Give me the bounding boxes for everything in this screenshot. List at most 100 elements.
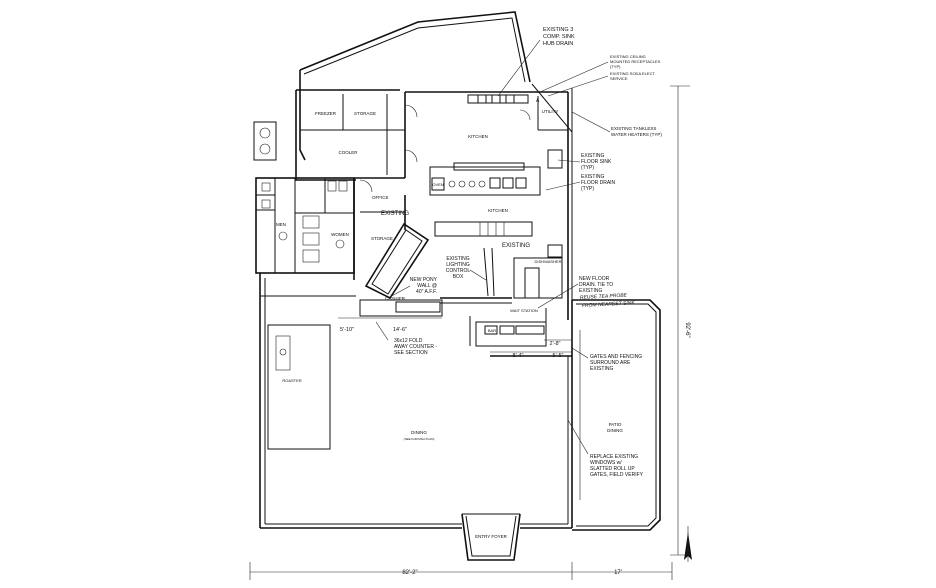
- svg-text:36x12 FOLD: 36x12 FOLD: [394, 338, 423, 344]
- room-roaster: ROASTER: [282, 378, 301, 383]
- svg-text:40" A.F.F.: 40" A.F.F.: [416, 289, 437, 295]
- entry-foyer: [461, 513, 521, 561]
- svg-text:EXISTING 3: EXISTING 3: [543, 27, 573, 33]
- room-bar: BAR: [488, 328, 496, 333]
- existing-label-office: EXISTING: [381, 211, 409, 217]
- lighting-control-lines: [440, 247, 512, 304]
- svg-text:REUSE TEA PROBE: REUSE TEA PROBE: [580, 293, 628, 301]
- svg-text:GATES, FIELD VERIFY: GATES, FIELD VERIFY: [590, 472, 644, 478]
- svg-text:FROM NEAREST SINK: FROM NEAREST SINK: [582, 300, 636, 309]
- svg-text:DRAIN. TIE TO: DRAIN. TIE TO: [579, 282, 613, 288]
- svg-text:REPLACE EXISTING: REPLACE EXISTING: [590, 454, 638, 460]
- svg-text:WALL @: WALL @: [417, 283, 437, 289]
- svg-text:EXISTING: EXISTING: [446, 256, 469, 262]
- note-water-heaters: EXISTING TANKLESS WATER HEATERS (TYP): [611, 126, 662, 137]
- svg-text:EXISTING: EXISTING: [581, 153, 604, 159]
- svg-text:NEW FLOOR: NEW FLOOR: [579, 276, 610, 282]
- svg-text:LIGHTING: LIGHTING: [446, 262, 470, 268]
- dim-92-6: 92'-6": [684, 322, 690, 337]
- note-floor-sink: EXISTING FLOOR SINK (TYP): [581, 153, 612, 171]
- svg-text:HUB DRAIN: HUB DRAIN: [543, 41, 573, 47]
- svg-text:COMP. SINK: COMP. SINK: [543, 34, 575, 40]
- room-office: OFFICE: [372, 195, 389, 200]
- patio-dining: [572, 299, 661, 531]
- bottom-dimension-line: [249, 562, 673, 580]
- dining-walls: [259, 273, 573, 529]
- rooftop-units: [253, 121, 277, 161]
- note-replace-windows: REPLACE EXISTING WINDOWS w/ SLATTED ROLL…: [590, 454, 644, 478]
- note-leaders: [375, 39, 611, 455]
- svg-text:SLATTED ROLL UP: SLATTED ROLL UP: [590, 466, 635, 472]
- svg-text:(TYP): (TYP): [581, 186, 594, 192]
- svg-text:BOX: BOX: [453, 274, 464, 280]
- note-floor-drain: EXISTING FLOOR DRAIN (TYP): [581, 174, 616, 192]
- callout-a: A: [536, 98, 540, 104]
- svg-text:MOUNTED RECEPTACLES: MOUNTED RECEPTACLES: [610, 59, 661, 64]
- utility-edge: [531, 83, 573, 300]
- room-storage-mid: STORAGE: [371, 236, 393, 241]
- note-ceiling-receptacles: EXISTING CEILING MOUNTED RECEPTACLES (TY…: [610, 54, 661, 69]
- svg-text:SURROUND ARE: SURROUND ARE: [590, 360, 631, 366]
- svg-text:AWAY COUNTER -: AWAY COUNTER -: [394, 344, 437, 350]
- svg-text:SERVICE: SERVICE: [610, 76, 628, 81]
- room-wait-station: WAIT STATION: [510, 308, 538, 313]
- cashier-dimension-lines: [338, 317, 572, 353]
- room-oven: OVEN: [432, 182, 443, 187]
- room-kitchen-line: KITCHEN: [488, 208, 508, 213]
- svg-text:EXISTING: EXISTING: [581, 174, 604, 180]
- room-dishwasher: DISHWASHER: [535, 259, 562, 264]
- room-dining: DINING: [411, 430, 427, 435]
- svg-text:FLOOR DRAIN: FLOOR DRAIN: [581, 180, 616, 186]
- room-women: WOMEN: [331, 232, 349, 237]
- room-men: MEN: [276, 222, 286, 227]
- svg-text:WATER HEATERS (TYP): WATER HEATERS (TYP): [611, 132, 662, 137]
- right-dimension-line: [670, 85, 690, 556]
- existing-label-kitchen: EXISTING: [502, 243, 530, 249]
- svg-text:SEE SECTION: SEE SECTION: [394, 350, 428, 356]
- room-utility: UTILITY: [542, 109, 559, 114]
- note-comp-sink: EXISTING 3 COMP. SINK HUB DRAIN: [543, 27, 575, 47]
- room-cooler: COOLER: [338, 150, 358, 155]
- svg-text:EXISTING SODA ELECT.: EXISTING SODA ELECT.: [610, 71, 656, 76]
- dim-5-10: 5'-10": [340, 327, 354, 333]
- room-dining-sub: (SEE FURNISH PLAN): [404, 437, 435, 441]
- kitchen-equipment: [429, 94, 563, 299]
- note-pony-wall: NEW PONY WALL @ 40" A.F.F.: [410, 277, 438, 295]
- wait-station-area: [469, 308, 572, 357]
- svg-text:EXISTING: EXISTING: [579, 288, 602, 294]
- dim-2-8: 2'-8": [550, 341, 561, 347]
- svg-text:NEW PONY: NEW PONY: [410, 277, 438, 283]
- room-kitchen-main: KITCHEN: [468, 134, 488, 139]
- cashier-counter: [359, 222, 443, 317]
- note-gates-fencing: GATES AND FENCING SURROUND ARE EXISTING: [590, 354, 642, 372]
- note-new-floor-drain: NEW FLOOR DRAIN. TIE TO EXISTING: [579, 276, 613, 294]
- note-fold-counter: 36x12 FOLD AWAY COUNTER - SEE SECTION: [394, 338, 437, 356]
- svg-text:EXISTING: EXISTING: [590, 366, 613, 372]
- svg-text:EXISTING TANKLESS: EXISTING TANKLESS: [611, 126, 656, 131]
- note-soda-elect: EXISTING SODA ELECT. SERVICE: [610, 71, 656, 81]
- restroom-block: [255, 177, 406, 280]
- note-lighting-control: EXISTING LIGHTING CONTROL BOX: [446, 256, 471, 280]
- room-entry-foyer: ENTRY FOYER: [475, 534, 508, 539]
- dim-14-6: 14'-6": [393, 327, 407, 333]
- svg-text:FLOOR SINK: FLOOR SINK: [581, 159, 612, 165]
- oven-icon: [431, 177, 445, 191]
- dim-82-2: 82'-2": [402, 570, 417, 576]
- room-patio-line2: DINING: [607, 428, 623, 433]
- room-patio-line1: PATIO: [609, 422, 622, 427]
- room-freezer: FREEZER: [315, 111, 337, 116]
- svg-text:EXISTING CEILING: EXISTING CEILING: [610, 54, 646, 59]
- dim-17: 17': [614, 570, 622, 576]
- svg-text:(TYP): (TYP): [581, 165, 594, 171]
- note-handwritten: REUSE TEA PROBE FROM NEAREST SINK: [580, 293, 636, 309]
- svg-text:GATES AND FENCING: GATES AND FENCING: [590, 354, 642, 360]
- room-storage-top: STORAGE: [354, 111, 376, 116]
- dim-8-4: 8'-4": [513, 353, 524, 359]
- room-cashier: CASHIER: [385, 296, 406, 301]
- north-arrow-icon: [684, 526, 692, 562]
- dim-5-5: 5'-5": [553, 353, 564, 359]
- svg-text:CONTROL: CONTROL: [446, 268, 471, 274]
- north-wing-walls: [295, 11, 569, 320]
- svg-text:(TYP): (TYP): [610, 64, 621, 69]
